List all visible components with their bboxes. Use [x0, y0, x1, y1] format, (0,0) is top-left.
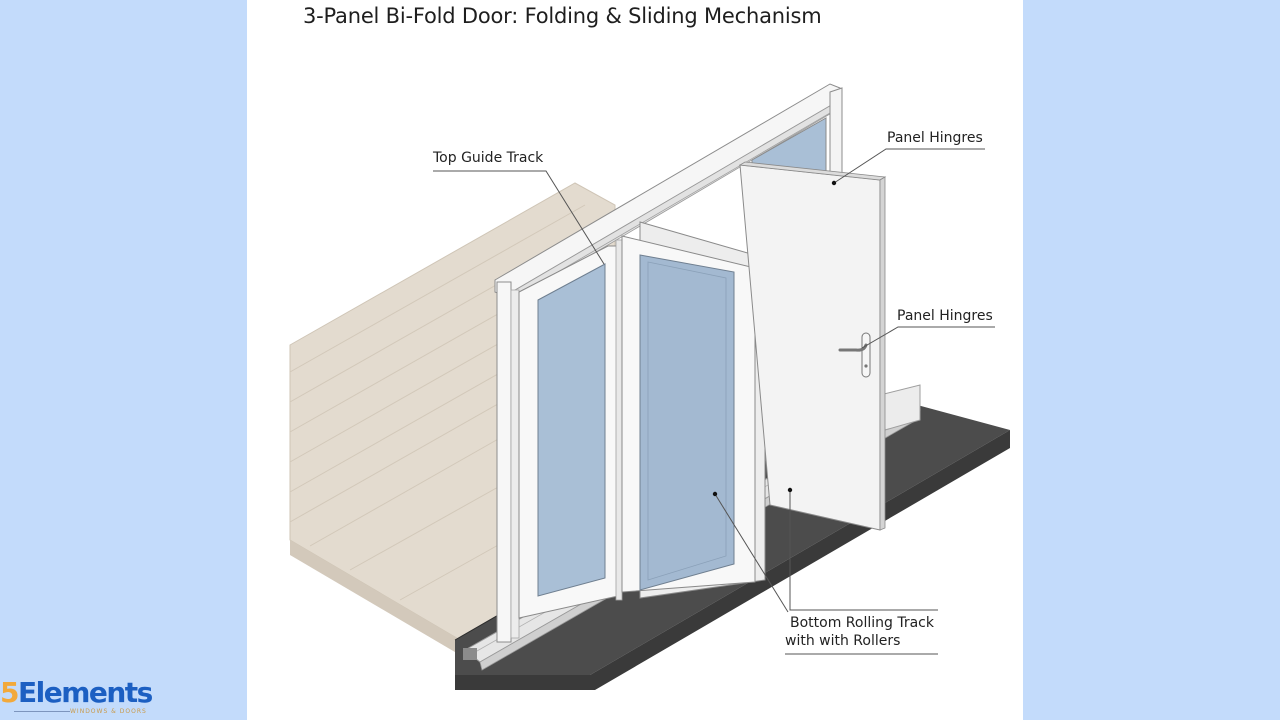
- leader-lines: [433, 148, 995, 655]
- door-panel-3: [738, 161, 887, 531]
- label-bottom-track-line1: Bottom Rolling Track: [790, 615, 934, 631]
- logo-name: Elements: [17, 676, 153, 709]
- door-panel-1: [518, 245, 619, 619]
- top-guide-track: [494, 83, 843, 385]
- leader-dots: [712, 180, 837, 497]
- label-bottom-track-line2: with with Rollers: [785, 633, 901, 649]
- hinge-strip: [615, 239, 623, 601]
- logo-tagline: Windows & Doors: [70, 708, 147, 715]
- label-top-guide-track: Top Guide Track: [433, 150, 544, 166]
- brand-logo: 5Elements Windows & Doors: [0, 676, 153, 716]
- diagram-title: 3-Panel Bi-Fold Door: Folding & Sliding …: [303, 4, 822, 28]
- logo-number: 5: [0, 676, 19, 709]
- logo-underline: [14, 711, 70, 712]
- door-panel-2: [621, 221, 766, 599]
- label-panel-hinges-top: Panel Hingres: [887, 130, 983, 146]
- logo-wordmark: 5Elements: [0, 676, 153, 709]
- label-panel-hinges-mid: Panel Hingres: [897, 308, 993, 324]
- door-handle-plate: [861, 332, 871, 378]
- left-jamb: [496, 281, 520, 643]
